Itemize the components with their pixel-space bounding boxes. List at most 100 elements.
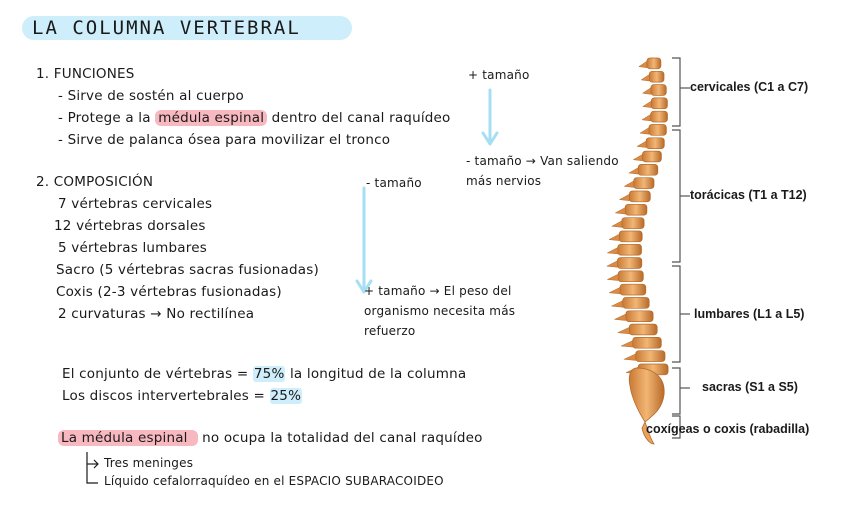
- bracket-lumbares: [672, 265, 681, 363]
- sacrum-shape: [628, 367, 665, 423]
- vertebra: [645, 137, 665, 149]
- vertebra: [650, 110, 668, 123]
- vertebra: [624, 203, 648, 216]
- vertebra: [617, 257, 643, 269]
- vertebra-process: [606, 247, 619, 255]
- size-plus-note-mid-2: organismo necesita más: [364, 304, 516, 318]
- funciones-heading: 1. FUNCIONES: [36, 66, 135, 82]
- vertebra-process: [605, 260, 618, 268]
- size-plus-note-mid-1: + tamaño → El peso del: [364, 284, 512, 298]
- funcion-item-3: - Sirve de palanca ósea para movilizar e…: [58, 132, 390, 148]
- label-cervicales: cervicales (C1 a C7): [690, 80, 809, 94]
- vertebra: [628, 190, 651, 203]
- vertebra-process: [606, 273, 619, 281]
- funcion-item-text: - Sirve de sostén al cuerpo: [58, 88, 244, 104]
- medula-line: La médula espinal no ocupa la totalidad …: [58, 430, 483, 446]
- vertebra-process: [613, 313, 627, 321]
- size-arrow-down-icon: [481, 88, 499, 146]
- bracket-sacras: [672, 367, 681, 415]
- vertebra-process: [642, 100, 652, 108]
- vertebra-process: [641, 113, 651, 122]
- vertebra-process: [639, 127, 650, 135]
- vertebra: [637, 164, 659, 176]
- vertebra: [632, 337, 662, 349]
- page-title: LA COLUMNA VERTEBRAL: [22, 16, 352, 40]
- composicion-item: 2 curvaturas → No rectilínea: [58, 306, 255, 322]
- vertebra: [650, 84, 667, 96]
- vertebra-process: [622, 353, 636, 361]
- bracket-cervicales: [672, 57, 681, 127]
- medula-text: no ocupa la totalidad del canal raquídeo: [197, 430, 483, 446]
- vertebra-process: [610, 220, 623, 228]
- medula-highlight: La médula espinal: [58, 430, 198, 446]
- label-toracicas: torácicas (T1 a T12): [690, 188, 807, 202]
- size-minus-note-2: más nervios: [466, 174, 542, 188]
- vertebra-process: [638, 60, 648, 68]
- vertebra: [642, 150, 662, 163]
- vertebra-process: [608, 286, 621, 295]
- vertebra-process: [636, 140, 647, 148]
- pct-75-highlight: 75%: [252, 366, 286, 382]
- vertebra-process: [614, 207, 626, 215]
- vertebra: [625, 310, 654, 322]
- proportion-text: Los discos intervertebrales =: [62, 388, 270, 404]
- vertebra: [646, 57, 662, 70]
- vertebra: [650, 97, 668, 110]
- vertebra-process: [623, 180, 634, 188]
- bracket-toracicas: [672, 129, 681, 263]
- vertebrae-group: [605, 57, 669, 376]
- size-minus-note-mid: - tamaño: [366, 176, 422, 190]
- funcion-item-1: - Sirve de sostén al cuerpo: [58, 88, 244, 104]
- medula-subitem-meninges: Tres meninges: [104, 456, 194, 470]
- label-coxigeas: coxígeas o coxis (rabadilla): [646, 422, 810, 436]
- vertebra: [621, 217, 645, 229]
- funcion-item-text: - Protege a la: [58, 110, 156, 126]
- funcion-item-text: dentro del canal raquídeo: [267, 110, 451, 126]
- vertebra-process: [616, 326, 630, 335]
- bracket-coxigeas: [672, 415, 681, 439]
- composicion-item: Sacro (5 vértebras sacras fusionadas): [56, 262, 319, 278]
- size-arrow-down-icon: [355, 186, 373, 294]
- vertebra: [617, 270, 644, 283]
- composicion-item: 12 vértebras dorsales: [54, 218, 206, 234]
- vertebra-process: [620, 340, 633, 348]
- page-title-text: LA COLUMNA VERTEBRAL: [32, 17, 301, 39]
- proportion-text: El conjunto de vértebras =: [62, 366, 253, 382]
- vertebra: [619, 283, 647, 296]
- vertebra-process: [608, 233, 620, 241]
- tree-connector-icon: [86, 452, 99, 484]
- proportion-text: la longitud de la columna: [285, 366, 467, 382]
- vertebra-process: [641, 87, 652, 95]
- composicion-item: 5 vértebras lumbares: [58, 240, 207, 256]
- medula-subitem-liquido: Líquido cefalorraquídeo en el ESPACIO SU…: [104, 474, 444, 488]
- composicion-item: 7 vértebras cervicales: [58, 196, 213, 212]
- vertebra-process: [628, 167, 639, 175]
- composicion-item: Coxis (2-3 vértebras fusionadas): [56, 284, 282, 300]
- vertebra-process: [610, 300, 623, 308]
- vertebra: [635, 350, 666, 362]
- vertebra: [633, 177, 655, 189]
- coccyx-shape: [641, 421, 655, 445]
- proportion-line-vertebras: El conjunto de vértebras = 75% la longit…: [62, 366, 466, 382]
- label-lumbares: lumbares (L1 a L5): [694, 307, 805, 321]
- vertebra: [648, 124, 667, 136]
- size-plus-note-mid-3: refuerzo: [364, 324, 416, 338]
- vertebra: [648, 70, 665, 83]
- vertebra: [628, 323, 658, 336]
- spine-illustration: [605, 57, 669, 445]
- vertebra: [617, 243, 642, 256]
- vertebra: [622, 297, 650, 309]
- composicion-heading: 2. COMPOSICIÓN: [36, 174, 154, 190]
- vertebra-process: [632, 153, 643, 162]
- label-sacras: sacras (S1 a S5): [702, 380, 798, 394]
- pct-25-highlight: 25%: [269, 388, 303, 404]
- medula-espinal-highlight: médula espinal: [155, 110, 268, 126]
- vertebra: [618, 230, 643, 243]
- vertebra-process: [618, 193, 630, 201]
- size-plus-note: + tamaño: [468, 68, 530, 82]
- size-minus-note-1: - tamaño → Van saliendo: [466, 154, 619, 168]
- vertebra-process: [640, 74, 650, 82]
- spine-brackets: [672, 57, 690, 439]
- proportion-line-discos: Los discos intervertebrales = 25%: [62, 388, 303, 404]
- funcion-item-2: - Protege a la médula espinal dentro del…: [58, 110, 451, 126]
